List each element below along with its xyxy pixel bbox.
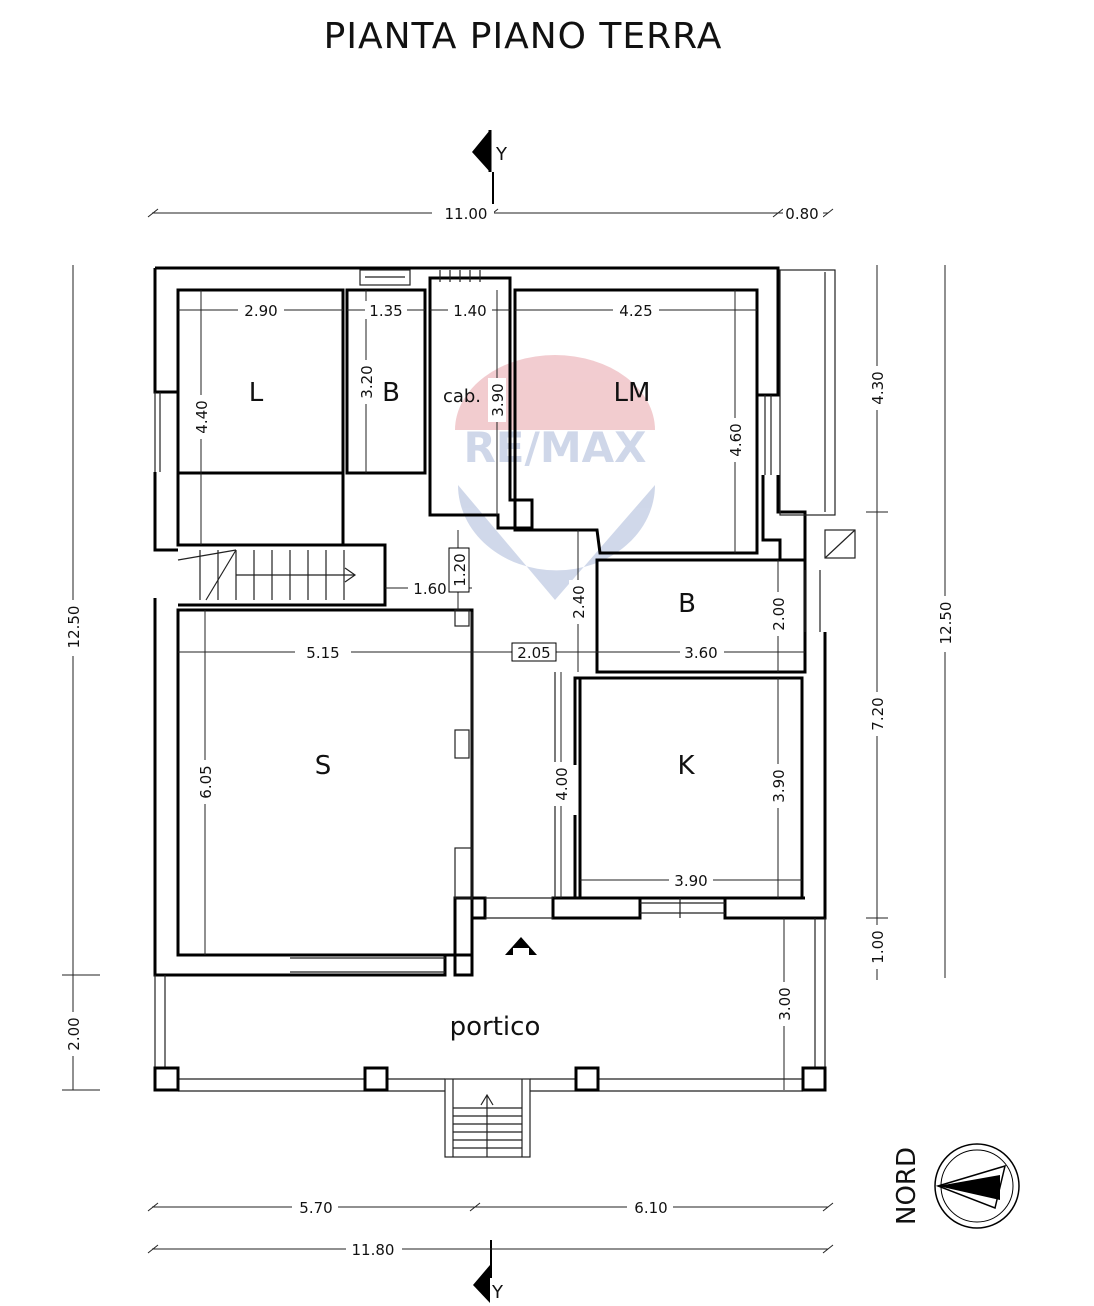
dim-l-width: 2.90 — [244, 302, 277, 320]
dim-lm-width: 4.25 — [619, 302, 652, 320]
dim-bottom-total: 11.80 — [352, 1241, 395, 1259]
room-label-l: L — [249, 378, 264, 408]
dim-top-total: 11.00 — [445, 205, 488, 223]
dim-hall-height: 2.40 — [570, 585, 588, 618]
dim-right-total: 12.50 — [937, 602, 955, 645]
dim-b2-width: 3.60 — [684, 644, 717, 662]
dim-k-height: 3.90 — [770, 769, 788, 802]
north-label: NORD — [892, 1147, 922, 1225]
svg-text:Y: Y — [491, 1282, 504, 1303]
room-label-lm: LM — [614, 378, 651, 408]
room-label-cab: cab. — [443, 386, 481, 407]
watermark-text: RE/MAX — [463, 423, 646, 472]
dimension-lines — [62, 208, 946, 1254]
room-label-k: K — [677, 751, 695, 781]
dim-s-width: 5.15 — [306, 644, 339, 662]
dim-portico-depth: 3.00 — [776, 987, 794, 1020]
dim-left-portico: 2.00 — [65, 1017, 83, 1050]
dim-k-width: 3.90 — [674, 872, 707, 890]
dim-cab-height: 3.90 — [489, 383, 507, 416]
portico — [153, 918, 827, 1158]
dim-right-low: 1.00 — [869, 930, 887, 963]
dim-b1-width: 1.35 — [369, 302, 402, 320]
dim-bottom-left: 5.70 — [299, 1199, 332, 1217]
svg-text:Y: Y — [495, 144, 508, 165]
plan-title: PIANTA PIANO TERRA — [324, 16, 723, 57]
section-marker-bottom: Y — [473, 1240, 504, 1303]
room-label-portico: portico — [450, 1012, 541, 1042]
dim-left-total: 12.50 — [65, 606, 83, 649]
dim-b2-height: 2.00 — [770, 597, 788, 630]
dim-right-upper: 4.30 — [869, 371, 887, 404]
dim-lm-height: 4.60 — [727, 423, 745, 456]
openings — [154, 269, 856, 973]
dim-right-mid: 7.20 — [869, 697, 887, 730]
section-marker-top: Y — [472, 130, 508, 212]
walls — [153, 266, 827, 977]
vertical-dims: 4.40 3.20 3.90 4.60 1.20 2.40 2.00 6.05 … — [64, 360, 955, 1056]
north-compass-icon: NORD — [892, 1143, 1020, 1229]
dim-hall-small-h: 1.20 — [451, 553, 469, 586]
dim-top-ext: 0.80 — [785, 205, 818, 223]
dim-hall-width: 2.05 — [517, 644, 550, 662]
dim-hall-small-w: 1.60 — [413, 580, 446, 598]
dim-l-height: 4.40 — [193, 400, 211, 433]
dim-s-height: 6.05 — [197, 765, 215, 798]
dim-k-left-height: 4.00 — [553, 767, 571, 800]
dim-b1-height: 3.20 — [358, 365, 376, 398]
room-label-b1: B — [382, 378, 400, 408]
room-label-b2: B — [678, 589, 696, 619]
dim-bottom-right: 6.10 — [634, 1199, 667, 1217]
dim-cab-width: 1.40 — [453, 302, 486, 320]
room-label-s: S — [315, 751, 332, 781]
